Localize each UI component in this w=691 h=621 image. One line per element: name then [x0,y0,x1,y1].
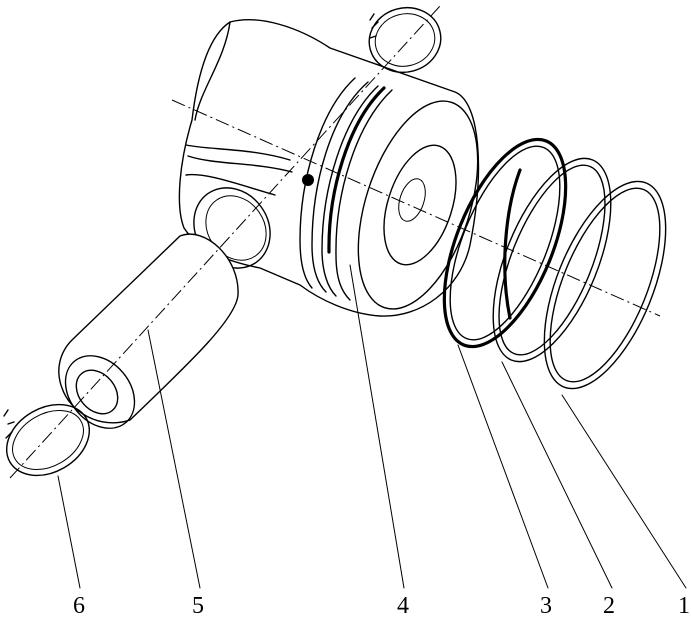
ring-2 [492,157,612,363]
pin-axis [9,5,441,479]
callout-2: 2 [603,593,615,619]
callout-4: 4 [397,593,409,619]
ring-3 [442,137,568,349]
leader-4 [349,264,405,589]
callout-5: 5 [192,593,204,619]
leader-2 [501,361,613,589]
callout-3: 3 [540,593,552,619]
leader-5 [147,329,201,589]
leader-lines [57,264,687,589]
callout-6: 6 [73,593,85,619]
leader-1 [561,394,687,589]
leader-3 [457,344,549,589]
piston-axis [171,99,661,317]
circlip [3,403,91,477]
ring-1 [543,180,667,390]
leader-6 [57,475,81,589]
callout-1: 1 [678,593,690,619]
